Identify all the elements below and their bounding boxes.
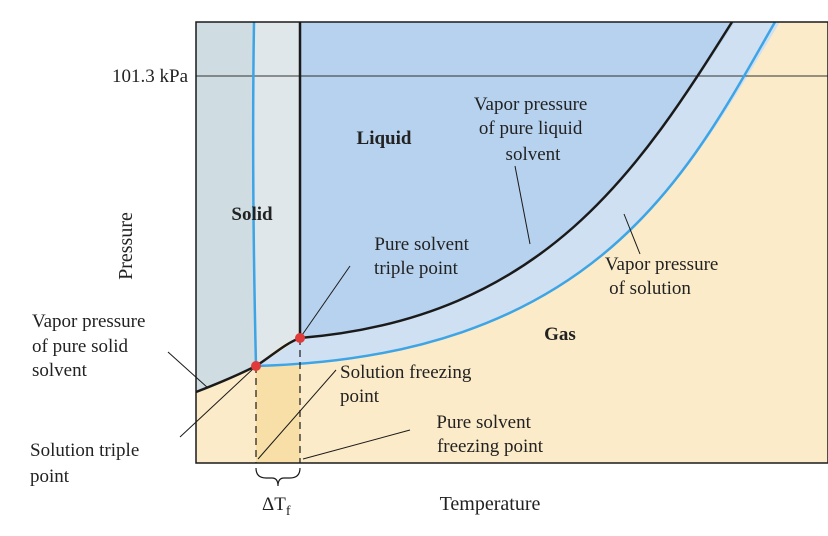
leader-pure-triple [299, 265, 351, 339]
liquid-region-label: Liquid [357, 128, 412, 149]
leader-solution-triple [179, 367, 255, 438]
leader-vp-solution [623, 213, 641, 255]
delta-tf-brace [255, 467, 301, 487]
vp-solution-label: Vapor pressure of solution [605, 254, 723, 299]
pressure-tick-label: 101.3 kPa [112, 66, 189, 87]
solution-triple-point-marker [251, 361, 261, 371]
pure-triple-point-marker [295, 333, 305, 343]
solution-freezing-point-label: Solution freezing point [340, 362, 476, 407]
pure-liquid-vapor-curve [299, 21, 734, 340]
leader-solution-freezing [257, 369, 337, 460]
pure-freezing-point-label: Pure solvent freezing point [436, 412, 543, 457]
vapor-pressure-gap-band [258, 22, 780, 366]
vp-pure-solid-label: Vapor pressure of pure solid solvent [32, 311, 150, 381]
solution-freezing-curve [251, 21, 258, 367]
y-axis-title: Pressure [115, 212, 137, 280]
solid-region-label: Solid [231, 204, 273, 225]
delta-tf-label: ΔTf [262, 494, 291, 519]
x-axis-title: Temperature [440, 493, 541, 515]
solution-triple-point-label: Solution triple point [30, 440, 144, 487]
solution-vapor-pressure-curve [255, 21, 777, 368]
pure-triple-point-label: Pure solvent triple point [374, 234, 474, 279]
freezing-depression-band [256, 366, 300, 463]
gas-region-label: Gas [544, 324, 576, 345]
plot-frame [195, 21, 828, 464]
leader-vp-pure-solid [167, 351, 209, 389]
leader-pure-freezing [302, 429, 411, 460]
vp-pure-liquid-label: Vapor pressure of pure liquid solvent [474, 94, 592, 165]
solid-region [196, 22, 256, 392]
freezing-shift-strip [253, 22, 300, 366]
leader-vp-pure-liquid [514, 165, 531, 245]
